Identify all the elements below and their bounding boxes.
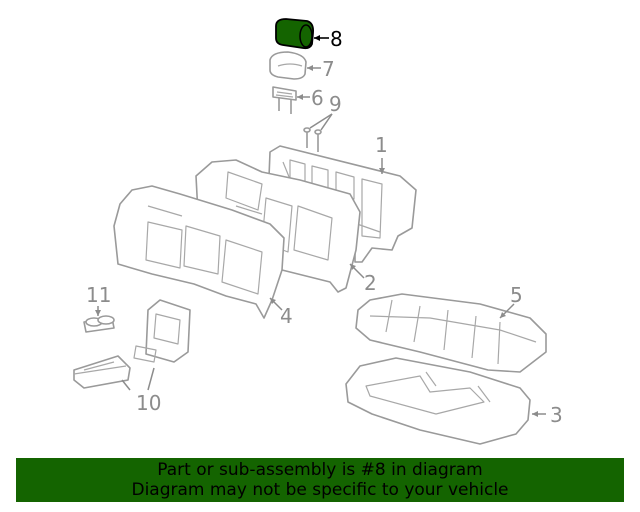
callout-5[interactable]: 5 — [510, 283, 523, 307]
leader-line-9b — [320, 113, 333, 131]
part-7-headrest[interactable] — [269, 51, 307, 80]
leader-arrow-8 — [314, 35, 320, 41]
leader-arrow-11 — [95, 310, 101, 316]
leader-arrow-1 — [379, 168, 385, 174]
callout-2[interactable]: 2 — [364, 271, 377, 295]
callout-9[interactable]: 9 — [329, 92, 342, 116]
banner-line-1: Part or sub-assembly is #8 in diagram — [157, 460, 483, 480]
leader-arrow-4 — [270, 298, 276, 304]
part-3-cushion-frame[interactable] — [345, 357, 531, 445]
leader-line-10b — [147, 367, 155, 391]
leader-arrow-5 — [500, 312, 506, 318]
callout-3[interactable]: 3 — [550, 403, 563, 427]
info-banner: Part or sub-assembly is #8 in diagram Di… — [16, 458, 624, 502]
callout-8[interactable]: 8 — [330, 27, 343, 51]
leader-arrow-7 — [307, 65, 313, 71]
callout-10[interactable]: 10 — [136, 391, 161, 415]
part-6-headrest-guide[interactable] — [272, 86, 297, 114]
part-11-cup-holder[interactable] — [83, 315, 115, 333]
part-9-bolts[interactable] — [303, 127, 322, 152]
callout-1[interactable]: 1 — [375, 133, 388, 157]
callout-7[interactable]: 7 — [322, 57, 335, 81]
part-5-seat-cushion[interactable] — [355, 293, 547, 373]
callout-4[interactable]: 4 — [280, 304, 293, 328]
leader-arrow-3 — [532, 411, 538, 417]
banner-line-2: Diagram may not be specific to your vehi… — [131, 480, 509, 500]
leader-line-10a — [121, 379, 131, 391]
leader-arrow-6 — [297, 94, 303, 100]
callout-6[interactable]: 6 — [311, 86, 324, 110]
callout-11[interactable]: 11 — [86, 283, 111, 307]
part-8-headrest-cover[interactable] — [275, 18, 315, 50]
leader-arrow-2 — [350, 264, 356, 270]
leader-line-9a — [309, 113, 333, 129]
part-10-armrest[interactable] — [73, 299, 191, 389]
